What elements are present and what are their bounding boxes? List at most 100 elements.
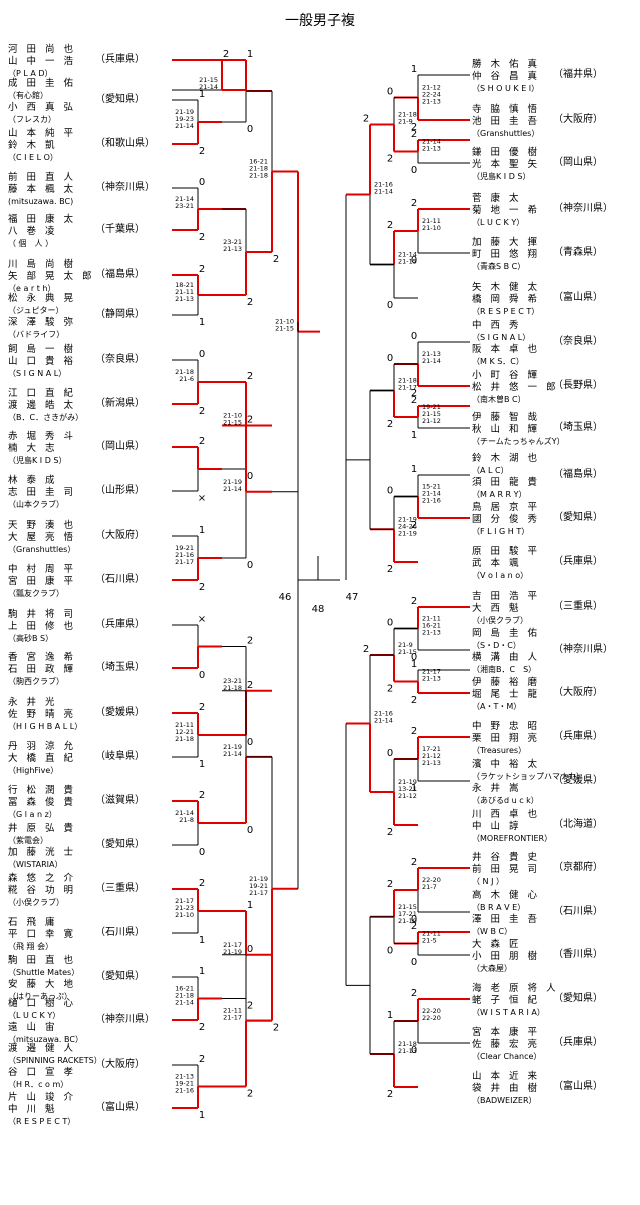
player-name: 阪 本 卓 也: [472, 344, 541, 355]
player-name: 福 田 康 太: [8, 214, 77, 225]
player-name: 冨 森 俊 貴: [8, 797, 77, 808]
prefecture-label: （岐阜県）: [95, 751, 145, 762]
right-entry: 鎌 田 優 樹光 本 聖 矢（児島K I D S）: [472, 147, 540, 183]
club-name: （青森S B C）: [472, 262, 526, 271]
right-entry: 寺 脇 慎 悟池 田 圭 吾（Granshuttles）: [472, 104, 540, 140]
game-count: 2: [199, 582, 205, 593]
left-entry: 中 村 周 平宮 田 康 平（瓢友クラブ）: [8, 564, 76, 600]
club-name: （L U C K Y）: [472, 218, 525, 227]
game-count: 1: [387, 1010, 393, 1021]
player-name: 深 澤 駿 弥: [8, 317, 77, 328]
prefecture-label: （富山県）: [553, 1081, 603, 1092]
player-name: 國 分 俊 秀: [472, 514, 541, 525]
game-count: 0: [411, 331, 417, 342]
player-name: 佐 野 晴 亮: [8, 709, 77, 720]
left-entry: 駒 田 直 也（Shuttle Mates）安 藤 大 地（はりーあっぷ）: [8, 955, 79, 1003]
player-name: 山 口 貴 裕: [8, 356, 77, 367]
match-score: 21-13: [223, 245, 242, 253]
club-name: （R E S P E C T）: [472, 307, 540, 316]
club-name: （SPINNING RACKETS）: [8, 1056, 102, 1065]
club-name: （湘南B．C S）: [472, 665, 537, 674]
game-count: 0: [387, 300, 393, 311]
player-name: 志 田 圭 司: [8, 487, 77, 498]
right-entry: 加 藤 大 揮町 田 悠 翔（青森S B C）: [472, 237, 540, 273]
match-score: 22-20: [422, 876, 441, 884]
player-name: 横 溝 由 人: [472, 652, 541, 663]
player-name: 丹 羽 涼 允: [8, 741, 77, 752]
prefecture-label: （北海道）: [553, 819, 603, 830]
game-count: 2: [411, 122, 417, 133]
game-count: 0: [411, 165, 417, 176]
club-name: （HighFive）: [8, 766, 59, 775]
left-entry: 飼 島 一 樹山 口 貴 裕（S I G N A L）: [8, 344, 76, 380]
left-entry: 成 田 圭 佑（有心館）小 西 真 弘（フレスカ）: [8, 78, 76, 126]
match-score: 21-14: [374, 188, 393, 196]
match-score: 21-18: [249, 165, 268, 173]
game-count: 0: [387, 748, 393, 759]
player-name: 香 宮 逸 希: [8, 652, 77, 663]
player-name: 森 悠 之 介: [8, 873, 77, 884]
right-entry: 吉 田 浩 平大 西 魁（小俣クラブ）: [472, 591, 540, 627]
right-entry: 宮 本 康 平佐 藤 宏 亮（Clear Chance）: [472, 1027, 541, 1063]
club-name: （紫電会）: [8, 836, 48, 845]
right-entry: 矢 木 健 太橋 岡 舜 希（R E S P E C T）: [472, 282, 540, 318]
club-name: （瓢友クラブ）: [8, 589, 64, 598]
player-name: 樋 口 樹 心: [8, 998, 77, 1009]
right-entry: 勝 木 佑 真仲 谷 昌 真（S H O U K E I）: [472, 59, 540, 95]
player-name: 赤 堀 秀 斗: [8, 431, 77, 442]
game-count: 2: [387, 564, 393, 575]
club-name: （S・D・C）: [472, 641, 521, 650]
match-score: 16-21: [175, 985, 194, 993]
prefecture-label: （三重県）: [553, 601, 603, 612]
match-score: 21-11: [422, 217, 441, 225]
player-name: 山 本 近 来: [472, 1071, 541, 1082]
game-count: 0: [247, 560, 253, 571]
prefecture-label: （兵庫県）: [553, 556, 603, 567]
game-count: 0: [387, 87, 393, 98]
club-name: （フレスカ）: [8, 115, 56, 124]
game-count: 0: [387, 486, 393, 497]
game-count: 0: [411, 652, 417, 663]
club-name: （P L A D）: [8, 69, 53, 78]
match-score: 21-6: [179, 375, 194, 383]
player-name: 伊 藤 智 哉: [472, 412, 541, 423]
club-name: （ N J ）: [472, 877, 504, 886]
right-entry: 伊 藤 裕 磨堀 尾 士 龍（A・T・M）: [472, 677, 540, 713]
game-count: 2: [411, 695, 417, 706]
player-name: 菅 康 太: [472, 193, 522, 204]
player-name: 宮 本 康 平: [472, 1027, 541, 1038]
match-score: 21-15: [275, 325, 294, 333]
club-name: （Shuttle Mates）: [8, 968, 80, 977]
match-score: 21-15: [223, 419, 242, 427]
player-name: 渡 邊 皓 太: [8, 400, 77, 411]
game-count: 1: [199, 89, 205, 100]
game-count: 1: [199, 759, 205, 770]
match-score: 21-12: [398, 792, 417, 800]
game-count: 1: [247, 49, 253, 60]
club-name: （あびるd u c k）: [472, 796, 539, 805]
match-score: 21-9: [398, 641, 413, 649]
club-name: （M A R R Y）: [472, 490, 527, 499]
prefecture-label: （山形県）: [95, 485, 145, 496]
game-count: 0: [247, 825, 253, 836]
player-name: 勝 木 佑 真: [472, 59, 541, 70]
player-name: 川 西 卓 也: [472, 809, 541, 820]
club-name: （南木曽B C）: [472, 395, 526, 404]
player-name: 町 田 悠 翔: [472, 249, 541, 260]
club-name: （ 個 人 ）: [8, 239, 54, 248]
left-entry: 駒 井 将 司上 田 修 也（高砂B S）: [8, 609, 76, 645]
match-score: 21-13: [175, 1073, 194, 1081]
match-score: 21-13: [422, 759, 441, 767]
match-score: 21-11: [175, 288, 194, 296]
game-count: 2: [411, 395, 417, 406]
game-count: 0: [411, 255, 417, 266]
match-score: 23-21: [223, 677, 242, 685]
club-name: （山本クラブ）: [8, 500, 64, 509]
club-name: （C I E L O）: [8, 153, 58, 162]
left-entry: 山 本 純 平鈴 木 凱（C I E L O）: [8, 128, 76, 164]
match-score: 21-16: [422, 497, 441, 505]
game-count: 1: [199, 317, 205, 328]
club-name: （Granshuttles）: [8, 545, 76, 554]
club-name: （V o l a n o）: [472, 571, 529, 580]
game-count: 2: [411, 988, 417, 999]
